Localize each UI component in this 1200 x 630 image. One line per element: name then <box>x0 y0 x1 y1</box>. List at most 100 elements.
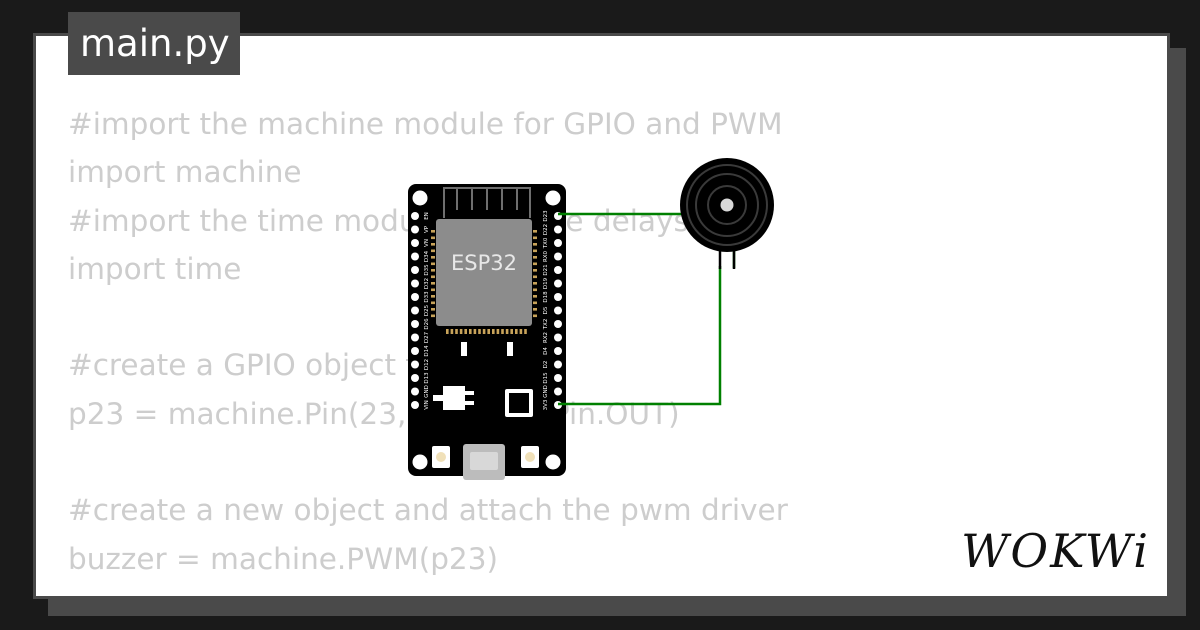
right-pin-label: D4 <box>543 347 549 355</box>
right-pin-hole[interactable] <box>554 293 562 301</box>
file-tab[interactable]: main.py <box>68 12 240 75</box>
chip-pad-right <box>533 308 537 311</box>
left-pin-label: D33 <box>424 291 430 303</box>
chip-pad-bottom <box>524 329 527 334</box>
chip-pad-bottom <box>519 329 523 334</box>
left-pin-hole[interactable] <box>411 279 419 288</box>
chip-pad-left <box>431 249 435 253</box>
right-pin-label: D19 <box>543 277 549 289</box>
right-pin-label: D22 <box>543 224 549 235</box>
left-pin-label: D35 <box>424 264 430 276</box>
left-pin-label: D34 <box>424 250 430 262</box>
right-pin-label: RX0 <box>543 250 549 262</box>
left-pin-hole[interactable] <box>411 374 419 382</box>
left-pin-hole[interactable] <box>411 401 419 409</box>
left-pin-hole[interactable] <box>411 252 419 261</box>
left-pin-hole[interactable] <box>411 333 419 342</box>
right-pin-label: D23 <box>543 210 549 222</box>
right-pin-label: D5 <box>543 306 549 314</box>
board-label: ESP32 <box>451 251 517 275</box>
chip-pad-right <box>533 236 537 240</box>
right-pin-hole[interactable] <box>554 347 562 355</box>
regulator-tab <box>433 395 443 401</box>
left-pin-label: EN <box>424 212 430 220</box>
mounting-hole-bottom-right <box>545 454 561 470</box>
chip-pad-bottom <box>446 329 449 334</box>
left-pin-hole[interactable] <box>411 306 419 315</box>
chip-pad-right <box>533 256 537 259</box>
chip-pad-left <box>431 282 435 285</box>
chip-pad-bottom <box>464 329 467 334</box>
chip-pad-left <box>431 256 435 259</box>
left-pin-hole[interactable] <box>411 360 419 369</box>
right-pin-hole[interactable] <box>554 252 562 261</box>
usb-uart-chip-body <box>509 393 529 413</box>
left-pin-label: D14 <box>424 345 430 357</box>
buzzer-ring-inner <box>707 185 747 225</box>
right-pin-hole[interactable] <box>554 374 562 382</box>
right-pin-hole[interactable] <box>554 333 562 342</box>
right-pin-header <box>554 212 562 409</box>
left-pin-label: D13 <box>424 372 430 384</box>
buzzer-center <box>720 198 734 212</box>
left-pin-label: D25 <box>424 304 430 316</box>
left-pin-hole[interactable] <box>411 347 419 355</box>
code-line-10: buzzer = machine.PWM(p23) <box>68 541 498 576</box>
chip-pad-bottom <box>515 329 518 334</box>
chip-pad-bottom <box>492 329 495 334</box>
chip-pad-bottom <box>487 329 490 334</box>
left-pin-hole[interactable] <box>411 239 419 247</box>
left-pin-label: VP <box>424 225 430 233</box>
chip-pad-right <box>533 243 537 246</box>
buzzer-ring-outer <box>686 164 768 246</box>
regulator-pin-2 <box>465 401 474 405</box>
left-pin-hole[interactable] <box>411 225 419 234</box>
right-pin-label: D15 <box>543 372 549 384</box>
right-pin-hole[interactable] <box>554 360 562 369</box>
smd-resistor-left <box>461 342 467 356</box>
buzzer[interactable] <box>680 158 774 269</box>
right-pin-label: TX2 <box>543 319 549 331</box>
voltage-regulator <box>443 386 465 410</box>
chip-pad-left <box>431 301 435 305</box>
esp32-chip <box>436 219 532 326</box>
code-line-2: import machine <box>68 155 302 190</box>
chip-pad-right <box>533 275 537 279</box>
antenna-trace <box>443 187 531 218</box>
chip-pad-bottom <box>459 329 463 334</box>
micro-usb-opening <box>470 452 498 470</box>
chip-pad-left <box>431 269 435 272</box>
right-pin-hole[interactable] <box>554 320 562 328</box>
chip-pad-bottom <box>469 329 472 334</box>
right-pin-hole[interactable] <box>554 239 562 247</box>
right-pin-hole[interactable] <box>554 387 562 396</box>
left-pin-hole[interactable] <box>411 320 419 328</box>
chip-pad-left <box>431 288 435 292</box>
right-pin-label: 3V3 <box>543 399 549 410</box>
chip-pad-left <box>431 230 435 233</box>
left-pin-header <box>411 212 419 409</box>
left-pin-hole[interactable] <box>411 266 419 274</box>
chip-pad-bottom <box>455 329 458 334</box>
right-pin-hole[interactable] <box>554 266 562 274</box>
esp32-board[interactable]: ESP32 ENVPVND34D35D32D33D25D26D27D14D12D… <box>408 184 566 480</box>
chip-pad-left <box>431 262 435 266</box>
right-pin-label: TX0 <box>543 237 549 249</box>
left-pin-hole[interactable] <box>411 387 419 396</box>
left-pin-hole[interactable] <box>411 293 419 301</box>
right-pin-hole[interactable] <box>554 225 562 234</box>
right-pin-label: D18 <box>543 291 549 303</box>
left-pin-hole[interactable] <box>411 212 419 220</box>
chip-pad-bottom <box>478 329 481 334</box>
chip-pad-bottom <box>496 329 500 334</box>
wokwi-logo: WOKWi <box>961 524 1150 578</box>
code-card <box>33 33 1170 599</box>
right-pin-hole[interactable] <box>554 306 562 315</box>
right-pin-label: GND <box>543 385 549 398</box>
left-pin-label: D32 <box>424 278 430 289</box>
wire-ground[interactable] <box>558 266 722 406</box>
right-pin-hole[interactable] <box>554 279 562 288</box>
chip-pad-right <box>533 288 537 292</box>
left-pin-label: D12 <box>424 359 430 370</box>
